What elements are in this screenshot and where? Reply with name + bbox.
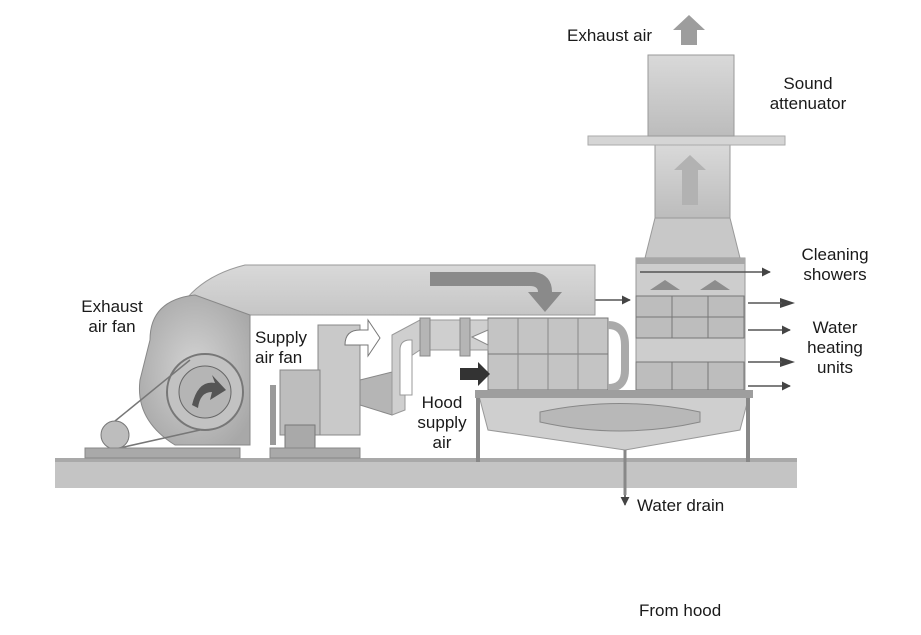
- sound-attenuator-label: Sound attenuator: [769, 74, 847, 113]
- exhaust-air-label: Exhaust air: [567, 26, 653, 45]
- filter-chamber: [487, 317, 629, 392]
- exhaust-stack: [644, 144, 741, 259]
- hood-supply-air-label: Hood supply air: [417, 393, 467, 452]
- from-hood-label: From hood: [639, 601, 722, 620]
- water-drain-label: Water drain: [637, 496, 725, 515]
- roof-flange: [587, 135, 786, 146]
- water-sump: [475, 390, 753, 462]
- water-heating-coil-bank: [635, 295, 745, 391]
- supply-air-fan-label: Supply air fan: [255, 328, 307, 367]
- stack-flow-arrow-icon: [674, 155, 706, 205]
- cleaning-showers-label: Cleaning showers: [801, 245, 869, 284]
- exhaust-air-arrow-icon: [673, 15, 705, 45]
- exhaust-air-fan: [84, 294, 251, 459]
- water-heating-units-label: Water heating units: [807, 318, 863, 377]
- exhaust-air-fan-label: Exhaust air fan: [81, 297, 143, 336]
- floor: [55, 458, 797, 488]
- sound-attenuator: [647, 54, 735, 137]
- duct-flow-arrow-icon: [430, 272, 562, 312]
- supply-air-fan: [269, 318, 381, 459]
- water-heating-flow-arrows: [748, 298, 795, 391]
- hood-supply-air-arrow-icon: [460, 362, 490, 386]
- supply-duct: [359, 317, 489, 416]
